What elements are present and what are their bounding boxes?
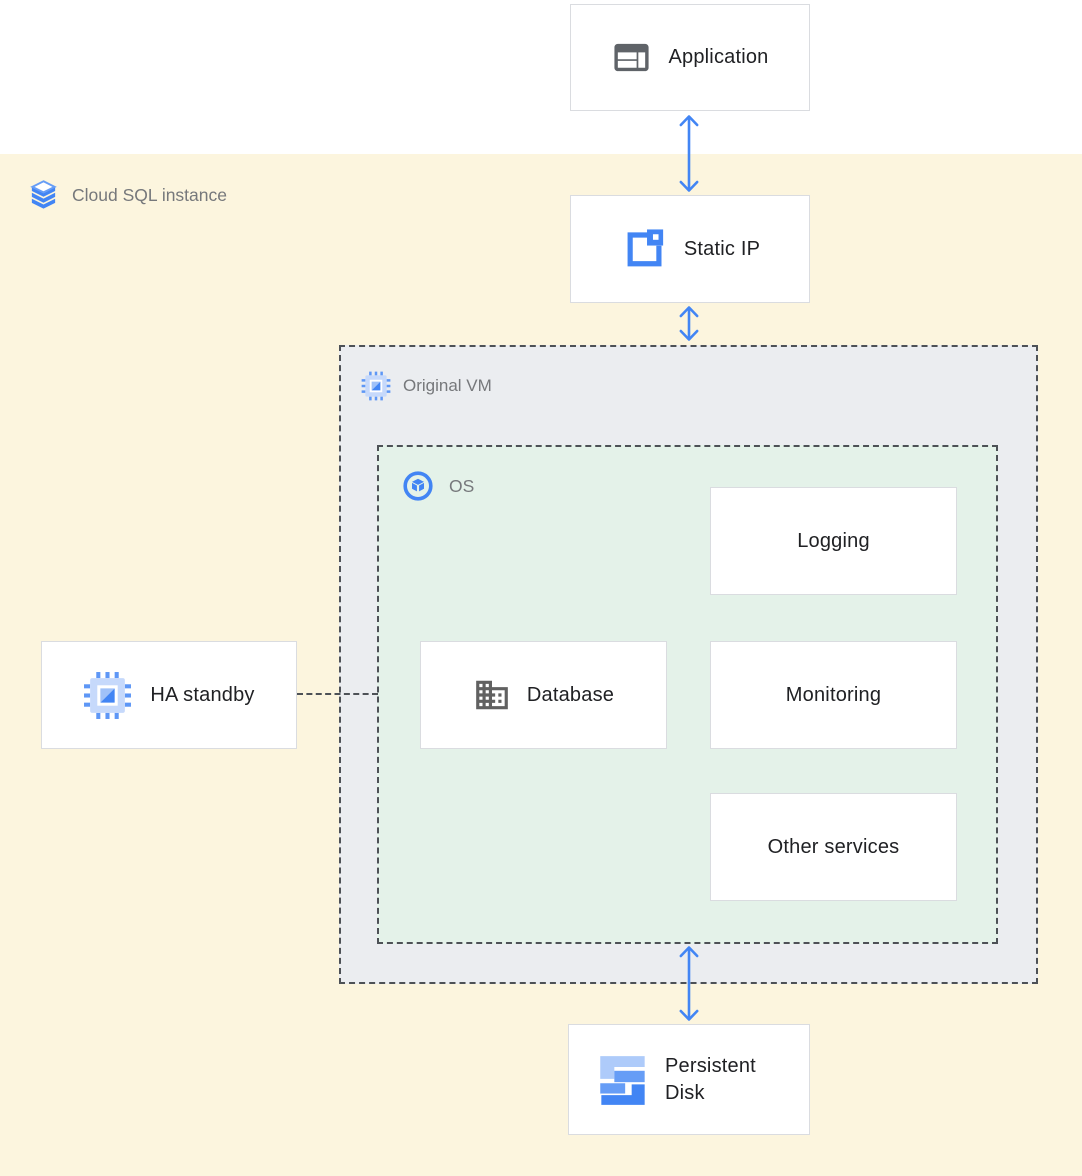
arrow-os-persistent-disk: [677, 944, 701, 1023]
application-label: Application: [668, 46, 769, 68]
application-icon: [611, 37, 652, 78]
arrow-static-ip-original-vm: [677, 304, 701, 343]
application-node: Application: [570, 4, 810, 111]
persistent-disk-icon: [597, 1054, 649, 1106]
static-ip-icon: [620, 226, 666, 272]
cloud-sql-icon: [28, 180, 59, 211]
os-icon: [402, 470, 434, 502]
ha-standby-node: HA standby: [41, 641, 297, 749]
cloud-sql-instance-label: Cloud SQL instance: [28, 180, 227, 211]
other-services-label: Other services: [767, 835, 900, 858]
original-vm-label-text: Original VM: [403, 376, 492, 395]
original-vm-label: Original VM: [361, 371, 492, 401]
cloud-sql-instance-label-text: Cloud SQL instance: [72, 185, 227, 205]
logging-node: Logging: [710, 487, 957, 595]
database-icon: [473, 676, 511, 714]
compute-engine-chip-icon: [361, 371, 391, 401]
persistent-disk-label: Persistent Disk: [665, 1054, 756, 1104]
monitoring-label: Monitoring: [785, 683, 882, 706]
database-label: Database: [526, 683, 615, 706]
database-node: Database: [420, 641, 667, 749]
arrow-application-static-ip: [677, 113, 701, 194]
persistent-disk-node: Persistent Disk: [568, 1024, 810, 1135]
static-ip-node: Static IP: [570, 195, 810, 303]
os-label: OS: [402, 470, 474, 502]
os-label-text: OS: [449, 475, 475, 496]
connector-ha-standby-os: [297, 693, 378, 695]
compute-engine-chip-icon: [83, 671, 132, 720]
monitoring-node: Monitoring: [710, 641, 957, 749]
logging-label: Logging: [797, 529, 870, 552]
other-services-node: Other services: [710, 793, 957, 901]
ha-standby-label: HA standby: [150, 683, 255, 706]
static-ip-label: Static IP: [683, 237, 761, 260]
